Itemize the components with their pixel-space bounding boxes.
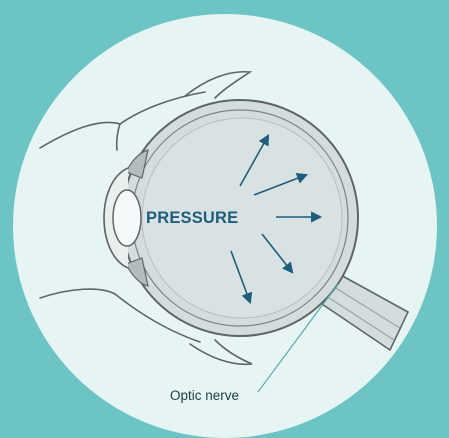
lens — [113, 190, 141, 246]
optic-nerve-label: Optic nerve — [170, 388, 239, 403]
pressure-label: PRESSURE — [146, 209, 238, 228]
